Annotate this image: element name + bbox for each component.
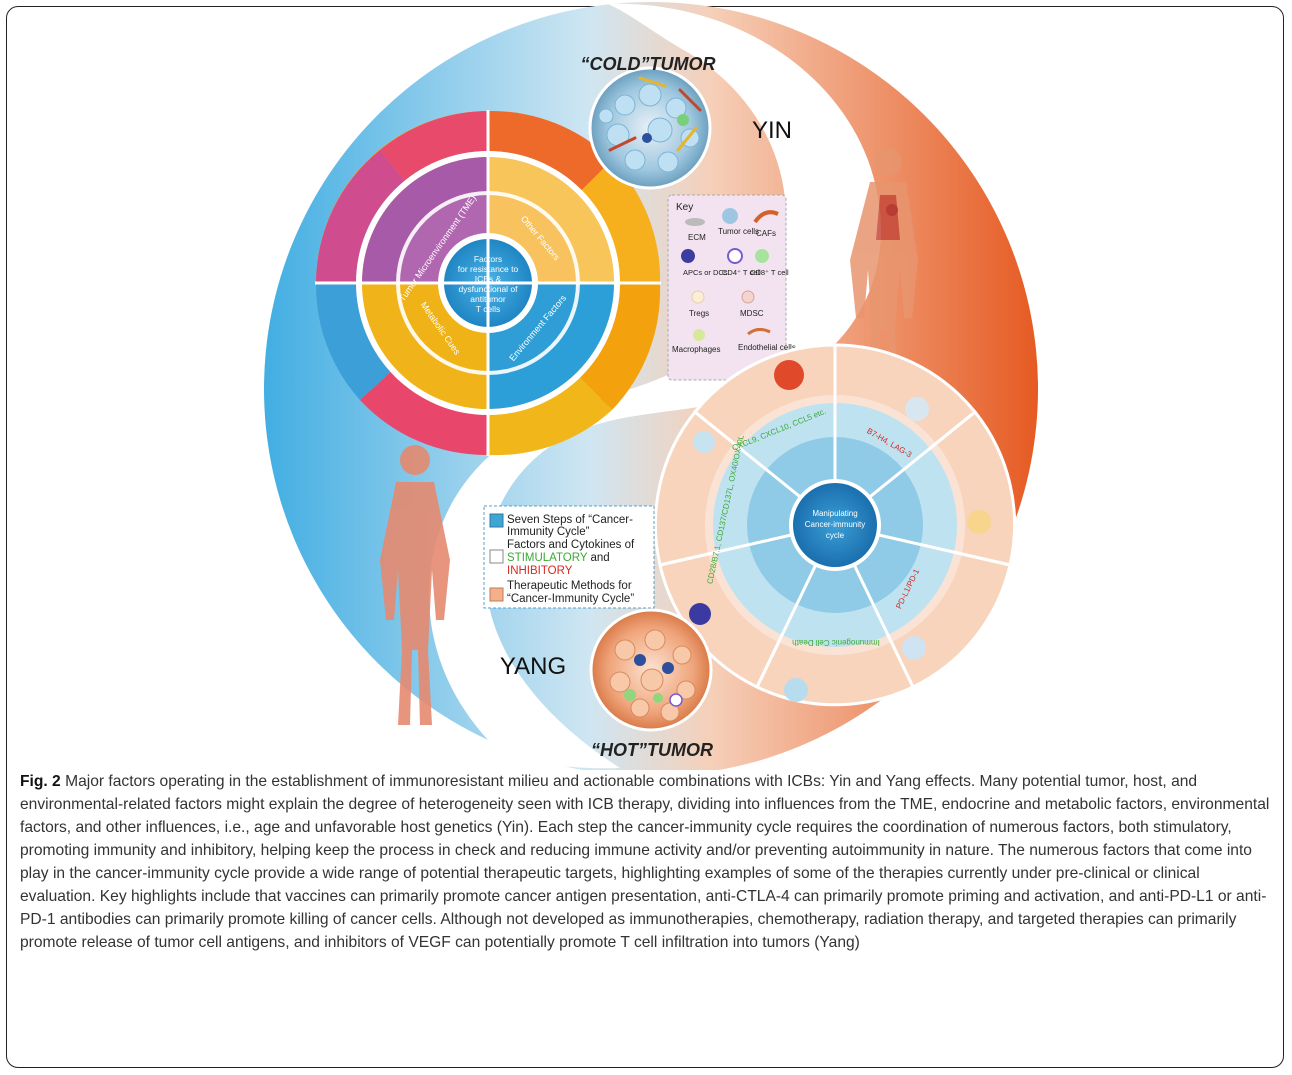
yin-center-line3: ICBs &: [475, 274, 502, 284]
key-tregs: Tregs: [689, 309, 709, 318]
key-title: Key: [676, 202, 693, 213]
yin-center-line6: T cells: [476, 304, 500, 314]
yang-center-line1: Manipulating: [812, 509, 857, 518]
yin-center-line1: Factors: [474, 254, 502, 264]
key-mdsc: MDSC: [740, 309, 764, 318]
yang-label: YANG: [500, 653, 566, 680]
caption-text: Major factors operating in the establish…: [20, 773, 1270, 951]
caption-label: Fig. 2: [20, 773, 61, 790]
key-apcs: APCs or DCs: [683, 268, 728, 277]
key-cafs: CAFs: [756, 229, 776, 238]
key-macrophages: Macrophages: [672, 345, 720, 354]
cd4-icon: [727, 248, 743, 264]
tumor-cells-icon: [722, 208, 738, 224]
legend-therapy-swatch: [489, 587, 504, 602]
legend-steps-line1: Seven Steps of “Cancer-: [507, 514, 633, 526]
figure-caption: Fig. 2 Major factors operating in the es…: [20, 770, 1272, 954]
apcs-icon: [681, 249, 695, 263]
hot-tumor-illustration: [589, 608, 713, 732]
legend-therapy-line1: Therapeutic Methods for: [507, 580, 632, 592]
key-tumor-cells: Tumor cells: [718, 227, 759, 236]
yang-stim-icd: Immunogenic Cell Death: [792, 638, 880, 647]
key-cd4: CD4⁺ T cell: [722, 268, 761, 277]
key-ecm: ECM: [688, 233, 706, 242]
yang-center-line2: Cancer-immunity: [805, 520, 865, 529]
hot-tumor-label: “HOT”TUMOR: [591, 740, 713, 760]
cell-key: Key ECM Tumor cells CAFs APCs or DCs CD4…: [667, 194, 796, 381]
yang-wheel: [653, 343, 1017, 707]
yang-center-line3: cycle: [826, 531, 845, 540]
yin-yang-figure: Factors for resistance to ICBs & dysfunc…: [264, 2, 1038, 770]
cd8-icon: [755, 249, 769, 263]
yin-center-line2: for resistance to: [458, 264, 519, 274]
macrophages-icon: [693, 329, 705, 341]
yin-center-line4: dysfunctional of: [458, 284, 518, 294]
legend-steps-swatch: [489, 513, 504, 528]
legend-box: Seven Steps of “Cancer- Immunity Cycle” …: [483, 505, 655, 609]
legend-therapy-line2: “Cancer-Immunity Cycle”: [507, 593, 634, 605]
legend-steps-line2: Immunity Cycle”: [507, 526, 590, 538]
legend-factors-line2: STIMULATORY and: [507, 552, 610, 564]
tregs-icon: [691, 290, 705, 304]
mdsc-icon: [741, 290, 755, 304]
human-body-icon: [380, 445, 450, 725]
cafs-icon: [753, 210, 779, 224]
key-endothelial: Endothelial cells: [738, 343, 796, 352]
legend-inhibitory: INHIBITORY: [507, 565, 573, 577]
legend-factors-line1: Factors and Cytokines of: [507, 539, 635, 551]
yin-wheel: [315, 110, 661, 456]
white-swirl: [429, 3, 881, 769]
cold-tumor-label: “COLD”TUMOR: [581, 54, 716, 74]
key-cd8: CD8⁺ T cell: [750, 268, 789, 277]
yin-label: YIN: [752, 117, 792, 144]
ecm-icon: [685, 218, 705, 226]
human-body-organs-icon: [850, 148, 918, 400]
endothelial-icon: [747, 327, 771, 336]
legend-factors-swatch: [489, 549, 504, 564]
yin-center-line5: antitumor: [470, 294, 506, 304]
cold-tumor-illustration: [588, 66, 712, 190]
